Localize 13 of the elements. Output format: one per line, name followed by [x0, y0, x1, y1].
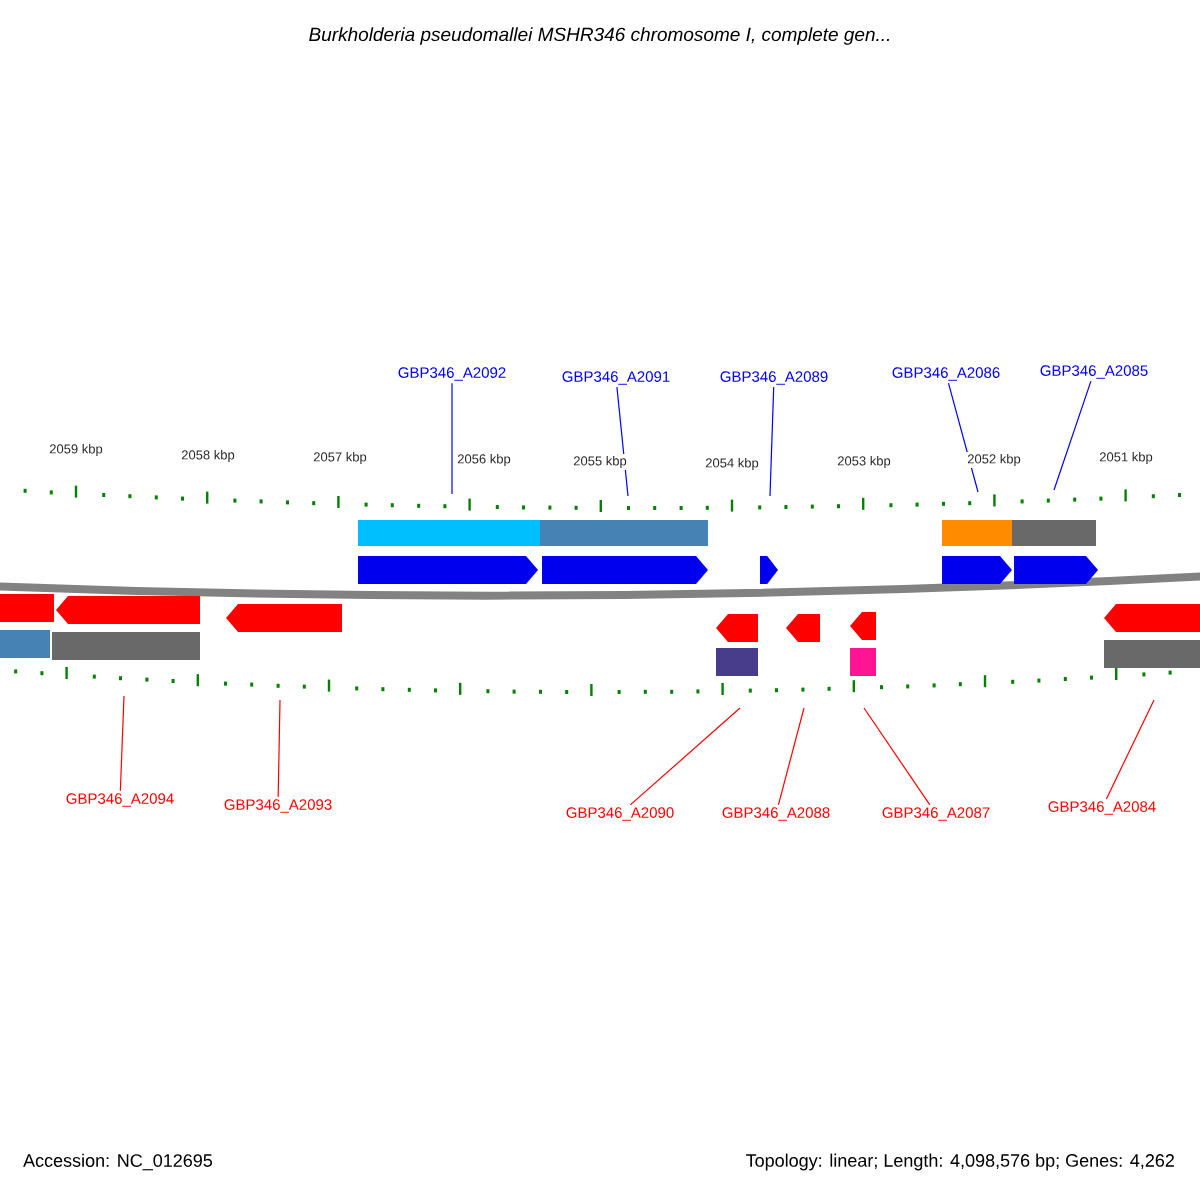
leader-line [119, 695, 125, 792]
leader-line [629, 707, 741, 806]
leader-line [277, 699, 281, 798]
leader-line [1053, 380, 1092, 491]
footer-text: Topology: linear; Length: 4,098,576 bp; Genes: 4,262 [746, 1153, 1174, 1171]
leader-line [863, 707, 931, 806]
leader-line [947, 382, 979, 493]
leader-line [1105, 699, 1155, 800]
leader-line [777, 707, 805, 806]
footer-text: Accession: NC_012695 [23, 1153, 213, 1171]
title: Burkholderia pseudomallei MSHR346 chromosome I, complete gen... [309, 27, 890, 45]
leader-line [769, 386, 775, 497]
leader-line [451, 382, 453, 495]
